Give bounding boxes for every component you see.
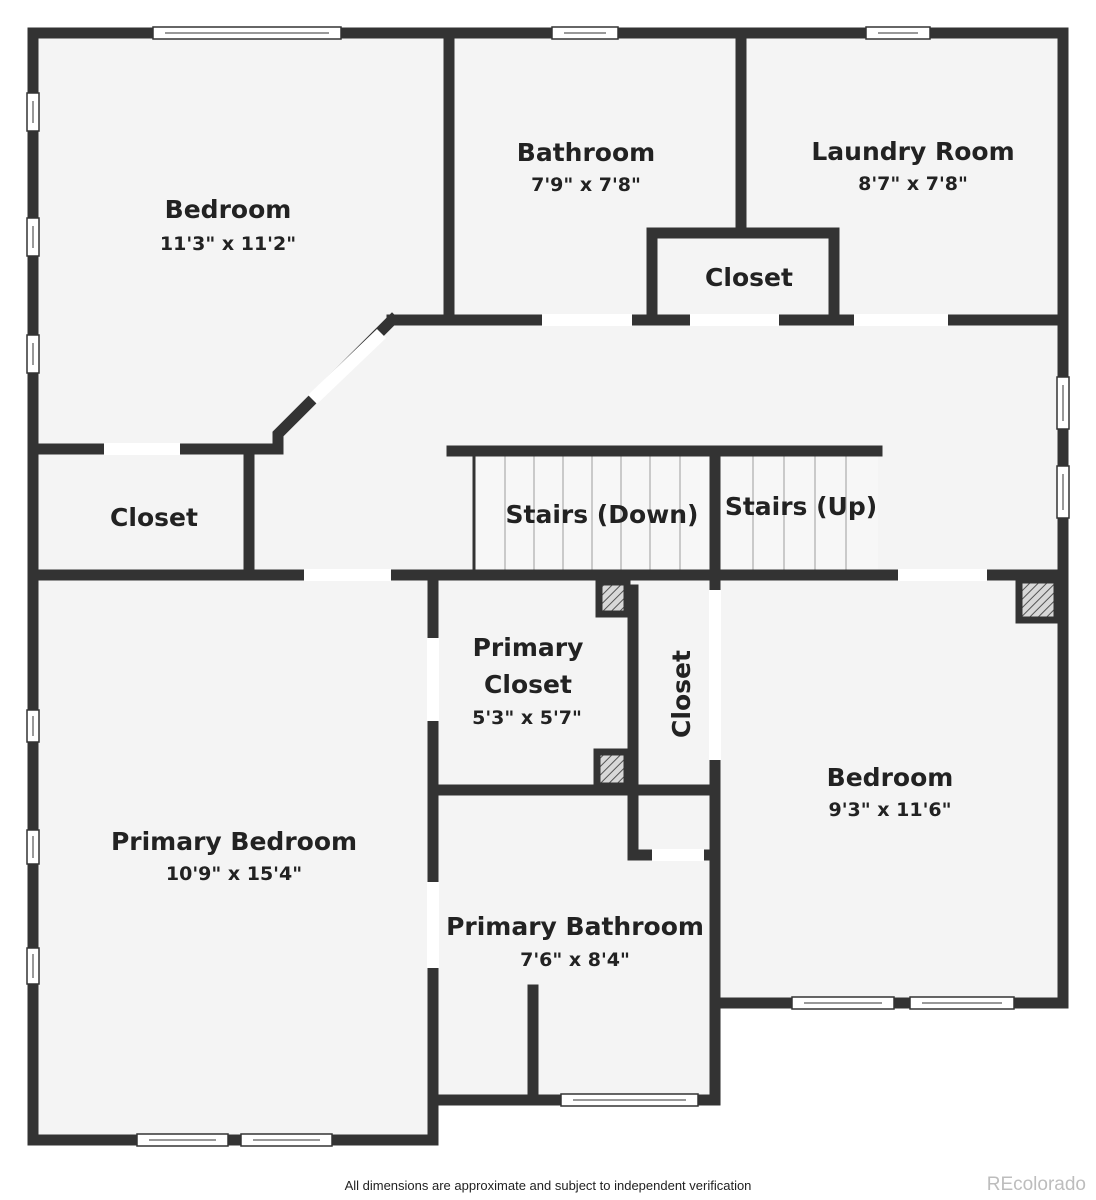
window-sashes — [32, 32, 1064, 1141]
room-labels: Bedroom 11'3" x 11'2" Bathroom 7'9" x 7'… — [110, 137, 1015, 971]
room-name-primary-bedroom: Primary Bedroom — [111, 827, 357, 856]
room-name-primary-bathroom: Primary Bathroom — [446, 912, 704, 941]
floor-areas — [33, 33, 1063, 1140]
brand-watermark: REcolorado — [986, 1174, 1086, 1195]
room-dims-primary-bedroom: 10'9" x 15'4" — [166, 863, 302, 885]
room-name-closet-vertical: Closet — [667, 650, 696, 738]
room-name-closet-top: Closet — [705, 263, 793, 292]
room-dims-primary-bathroom: 7'6" x 8'4" — [520, 949, 630, 971]
room-name-bathroom: Bathroom — [517, 138, 655, 167]
room-name-bedroom-top-left: Bedroom — [165, 195, 292, 224]
room-dims-bedroom-right: 9'3" x 11'6" — [828, 799, 951, 821]
room-dims-bedroom-top-left: 11'3" x 11'2" — [160, 233, 296, 255]
room-dims-bathroom: 7'9" x 7'8" — [531, 174, 641, 196]
room-name-stairs-down: Stairs (Down) — [506, 500, 699, 529]
room-name-laundry: Laundry Room — [811, 137, 1014, 166]
room-name-stairs-up: Stairs (Up) — [725, 492, 877, 521]
doorways — [104, 314, 987, 968]
room-name-closet-left: Closet — [110, 503, 198, 532]
disclaimer-text: All dimensions are approximate and subje… — [344, 1178, 752, 1193]
room-name-primary-closet-line2: Closet — [484, 670, 572, 699]
room-name-bedroom-right: Bedroom — [827, 763, 954, 792]
chases — [593, 576, 1061, 790]
room-name-primary-closet-line1: Primary — [473, 633, 584, 662]
room-dims-laundry: 8'7" x 7'8" — [858, 173, 968, 195]
room-dims-primary-closet: 5'3" x 5'7" — [472, 707, 582, 729]
stairs — [472, 455, 878, 575]
